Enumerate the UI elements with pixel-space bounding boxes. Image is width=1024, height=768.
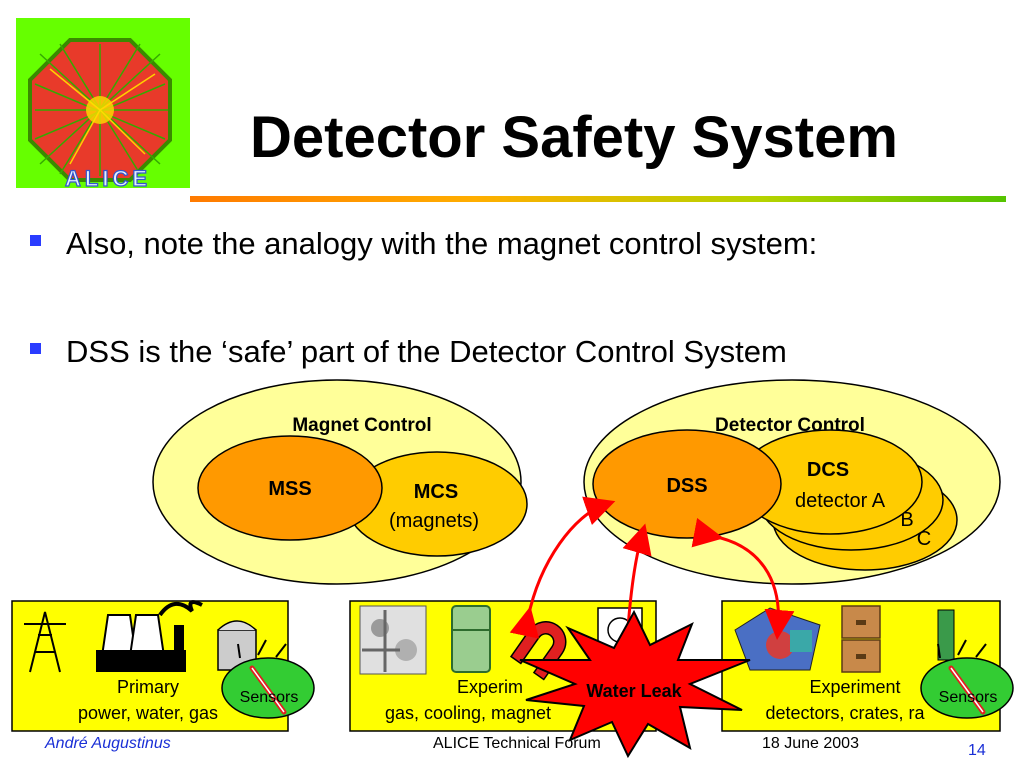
slide-title: Detector Safety System — [250, 105, 898, 170]
experiment-detectors-box-line1: Experiment — [809, 677, 900, 697]
dss-label: DSS — [666, 475, 707, 497]
sensors-label: Sensors — [939, 689, 998, 706]
footer-event: ALICE Technical Forum — [433, 735, 601, 752]
mss-ellipse — [197, 435, 383, 541]
bullet-text: DSS is the ‘safe’ part of the Detector C… — [66, 334, 787, 369]
dss-ellipse — [592, 429, 782, 539]
sensors-label: Sensors — [240, 689, 299, 706]
sensors-badge-left: Sensors — [221, 639, 315, 719]
pylon-icon — [24, 611, 66, 673]
experiment-gas-box-line2: gas, cooling, magnet — [385, 703, 551, 723]
arrow-dss-to-detector — [691, 517, 795, 640]
primary-box-line1: Primary — [117, 677, 179, 697]
title-underline — [190, 196, 1006, 202]
alice-logo: ALICE — [16, 18, 190, 192]
primary-box-line2: power, water, gas — [78, 703, 218, 723]
gas-pipes-icon — [359, 605, 427, 675]
mss-label: MSS — [268, 478, 311, 500]
water-leak-burst: Water Leak — [519, 609, 751, 759]
arrow-magnet-to-dss — [509, 496, 616, 639]
fridge-icon — [451, 605, 491, 673]
power-plant-icon — [96, 600, 203, 672]
bullet-text: Also, note the analogy with the magnet c… — [66, 226, 818, 261]
footer-date: 18 June 2003 — [762, 735, 859, 752]
mcs-label: MCS — [414, 481, 458, 503]
mcs-sub-label: (magnets) — [389, 510, 479, 532]
sensors-badge-right: Sensors — [920, 639, 1014, 719]
experiment-detectors-box-line2: detectors, crates, ra — [765, 703, 925, 723]
dcs-detector-a-label: detector A — [795, 490, 886, 512]
logo-text: ALICE — [65, 166, 151, 191]
footer-page-number: 14 — [968, 742, 986, 759]
crates-icon — [841, 605, 881, 673]
dcs-label: DCS — [807, 459, 849, 481]
magnet-control-label: Magnet Control — [292, 415, 431, 436]
water-leak-label: Water Leak — [586, 681, 682, 701]
experiment-gas-box-line1: Experim — [457, 677, 523, 697]
rack-icon — [937, 609, 955, 661]
dcs-b-label: B — [900, 509, 913, 531]
bullet-marker — [30, 235, 41, 246]
footer-author: André Augustinus — [45, 735, 171, 752]
bullet-marker — [30, 343, 41, 354]
